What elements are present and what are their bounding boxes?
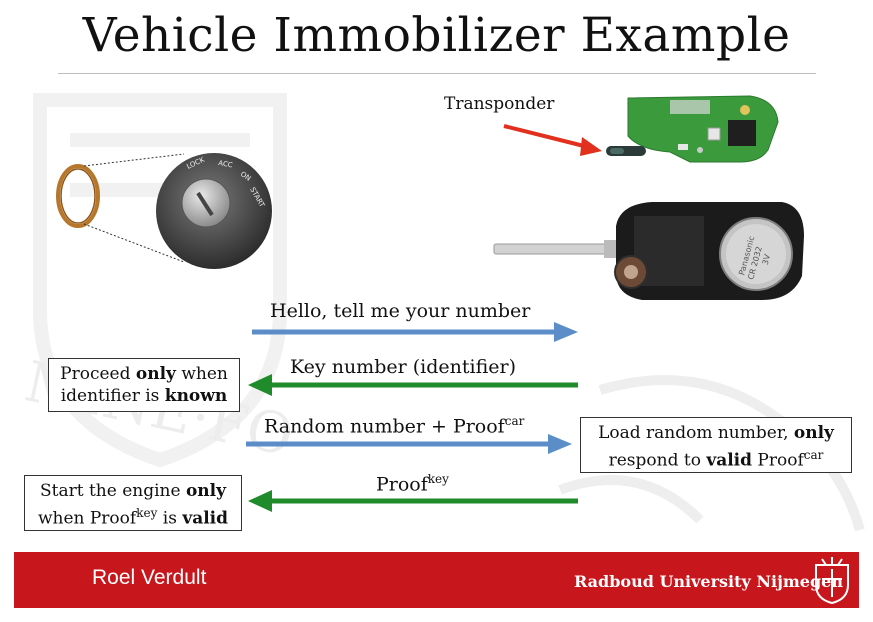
arrow-key-to-car-2 — [248, 490, 578, 512]
box-proceed-line1: Proceed only when — [49, 363, 239, 385]
box-proceed-mid: when — [175, 364, 228, 384]
box-proceed-bold-known: known — [164, 386, 228, 406]
message-random-proof-text: Random number + Proof — [264, 415, 505, 438]
box-load-line1: Load random number, only — [581, 422, 851, 444]
box-start-bold-only: only — [185, 481, 226, 501]
university-name: Radboud University Nijmegen — [574, 572, 843, 591]
box-start-engine: Start the engine only when Proofkey is v… — [24, 475, 242, 531]
message-proof-key: Proofkey — [376, 472, 449, 495]
car-key-image: Panasonic CR 2032 3V — [493, 202, 804, 300]
box-proceed-line2-text: identifier is — [60, 386, 165, 406]
box-load-line2a: respond to — [608, 450, 707, 471]
box-start-pre: Start the engine — [39, 481, 186, 501]
box-start-bold-valid: valid — [182, 508, 229, 529]
title-divider — [58, 73, 816, 74]
message-proof-key-text: Proof — [376, 473, 428, 496]
box-start-line2: when Proofkey is valid — [25, 502, 241, 530]
box-proceed-condition: Proceed only when identifier is known — [48, 358, 240, 412]
box-proceed-line2: identifier is known — [49, 385, 239, 407]
transponder-pcb-image — [606, 95, 779, 163]
arrow-car-to-key-1 — [252, 322, 578, 342]
message-key-number: Key number (identifier) — [290, 356, 516, 378]
box-start-line1: Start the engine only — [25, 480, 241, 502]
transponder-label: Transponder — [444, 94, 555, 114]
box-start-line2b: is — [157, 508, 183, 529]
box-load-line2: respond to valid Proofcar — [581, 444, 851, 472]
footer-bar: Roel Verdult Radboud University Nijmegen — [14, 552, 859, 608]
box-load-bold-valid: valid — [706, 450, 753, 471]
box-start-line2a: when Proof — [37, 508, 137, 529]
ignition-lock-image: LOCK ACC ON START — [156, 153, 272, 269]
presenter-name: Roel Verdult — [92, 566, 207, 589]
box-start-sup: key — [136, 506, 158, 520]
message-proof-key-sup: key — [427, 472, 449, 486]
box-proceed-bold-only: only — [135, 364, 176, 384]
box-load-line2b: Proof — [752, 450, 804, 471]
ignition-label-acc: ACC — [218, 159, 234, 169]
battery-text-voltage: 3V — [761, 253, 773, 266]
box-load-pre: Load random number, — [598, 423, 794, 443]
university-logo-icon — [815, 557, 849, 605]
box-load-sup: car — [803, 448, 824, 462]
box-load-random: Load random number, only respond to vali… — [580, 417, 852, 473]
message-random-proof-sup: car — [504, 414, 525, 428]
arrow-car-to-key-2 — [246, 434, 572, 454]
box-load-bold-only: only — [793, 423, 834, 443]
message-hello: Hello, tell me your number — [270, 300, 531, 322]
box-proceed-pre: Proceed — [60, 364, 136, 384]
page-title: Vehicle Immobilizer Example — [82, 8, 791, 63]
arrow-key-to-car-1 — [248, 374, 578, 396]
message-random-proof-car: Random number + Proofcar — [264, 414, 524, 437]
coil-connector-lines — [83, 153, 185, 263]
coil-antenna-image — [56, 164, 100, 228]
transponder-arrow — [503, 124, 602, 156]
